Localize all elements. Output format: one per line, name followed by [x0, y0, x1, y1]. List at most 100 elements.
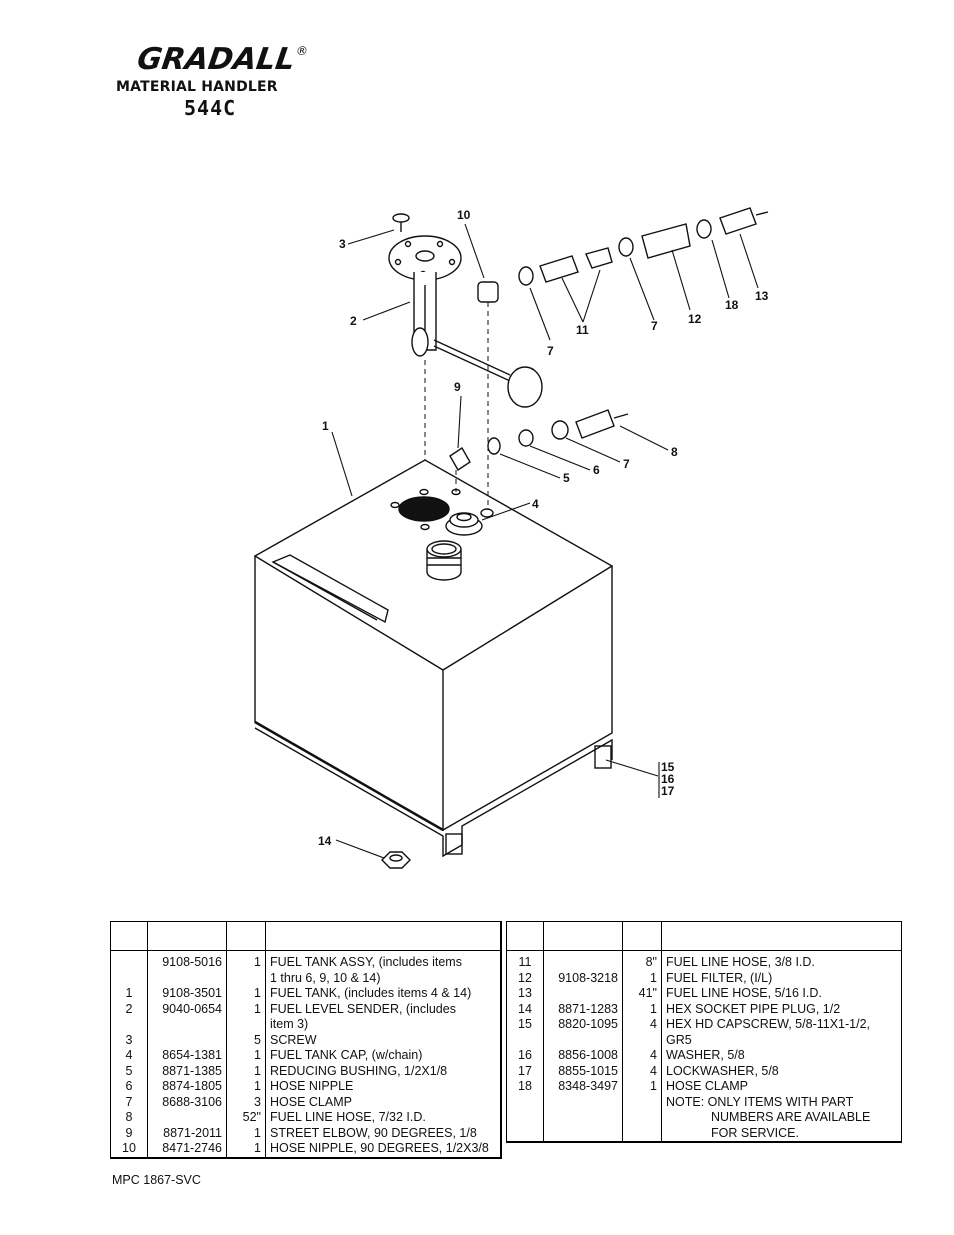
description-cell: FUEL LINE HOSE, 5/16 I.D. [661, 986, 902, 1002]
part-number-cell: 8471-2746 [147, 1141, 227, 1158]
part-number-cell: 8855-1015 [543, 1063, 623, 1079]
callout-7-lower: 7 [623, 457, 630, 471]
item-number-cell [111, 1017, 148, 1033]
part-number-cell [147, 1032, 227, 1048]
callout-7-left: 7 [547, 344, 554, 358]
model-number: 544C [184, 96, 237, 120]
table-row: NOTE: ONLY ITEMS WITH PART [507, 1094, 902, 1110]
part-number-cell [147, 1017, 227, 1033]
table-row: NUMBERS ARE AVAILABLE [507, 1110, 902, 1126]
product-subtitle: MATERIAL HANDLER [116, 79, 278, 95]
quantity-cell: 1 [622, 970, 662, 986]
callout-17: 17 [661, 784, 675, 798]
part-number-cell: 8688-3106 [147, 1094, 227, 1110]
item-number-cell: 7 [125, 1094, 133, 1109]
description-cell: LOCKWASHER, 5/8 [661, 1063, 902, 1079]
callout-labels: 3 2 1 10 9 4 5 6 7 8 7 11 7 12 18 13 14 … [318, 208, 769, 848]
table-row: 1 thru 6, 9, 10 & 14) [111, 970, 501, 987]
part-number-cell: 8856-1008 [543, 1048, 623, 1064]
description-cell: FUEL LINE HOSE, 7/32 I.D. [265, 1110, 501, 1126]
quantity-cell [622, 1125, 662, 1142]
item-number-cell: 2 [125, 1001, 133, 1016]
callout-2: 2 [350, 314, 357, 328]
description-cell: item 3) [265, 1017, 501, 1033]
callout-leaders [331, 223, 759, 859]
item-number-cell [111, 971, 148, 987]
item-number-cell: 18 [518, 1079, 532, 1093]
description-cell: HEX SOCKET PIPE PLUG, 1/2 [661, 1001, 902, 1017]
quantity-cell: 1 [622, 1001, 662, 1017]
quantity-cell: 1 [226, 1125, 266, 1141]
document-code: MPC 1867-SVC [112, 1173, 201, 1187]
description-cell: FUEL TANK ASSY, (includes items [265, 955, 501, 971]
part-number-cell [147, 1110, 227, 1126]
part-number-cell: 9108-3218 [543, 970, 623, 986]
item-number-cell: 6 [125, 1079, 133, 1093]
description-cell: GR5 [661, 1032, 902, 1048]
fuel-tank-body [253, 459, 614, 858]
table-row: 11 8"FUEL LINE HOSE, 3/8 I.D. [507, 955, 902, 971]
part-number-cell: 8871-2011 [147, 1125, 227, 1141]
item-number-cell: 11 [518, 955, 532, 969]
exploded-parts-diagram: 3 2 1 10 9 4 5 6 7 8 7 11 7 12 18 13 14 … [253, 207, 769, 869]
quantity-cell: 4 [622, 1017, 662, 1033]
description-cell: WASHER, 5/8 [661, 1048, 902, 1064]
part-number-cell: 9108-5016 [147, 955, 227, 971]
part-number-cell: 8874-1805 [147, 1079, 227, 1095]
quantity-cell [622, 1110, 662, 1126]
description-cell: HOSE CLAMP [265, 1094, 501, 1110]
callout-16: 16 [661, 772, 675, 786]
description-cell: HOSE NIPPLE, 90 DEGREES, 1/2X3/8 [265, 1141, 501, 1158]
quantity-cell: 1 [226, 1001, 266, 1017]
description-cell: SCREW [265, 1032, 501, 1048]
part-number-cell [543, 986, 623, 1002]
quantity-cell: 1 [226, 1048, 266, 1064]
item-number-cell [507, 1110, 544, 1126]
item-number-cell: 13 [518, 986, 532, 1000]
callout-10: 10 [457, 208, 471, 222]
item-number-cell: 5 [125, 1063, 133, 1078]
item-number-cell: 17 [518, 1063, 532, 1078]
quantity-cell: 1 [226, 955, 266, 971]
part-number-cell: 9108-3501 [147, 986, 227, 1002]
part-number-cell [543, 955, 623, 971]
quantity-cell: 1 [226, 1141, 266, 1158]
quantity-cell: 5 [226, 1032, 266, 1048]
part-number-cell: 8820-1095 [543, 1017, 623, 1033]
item-number-cell: 14 [518, 1001, 532, 1016]
callout-1: 1 [322, 419, 329, 433]
item-number-cell: 12 [518, 970, 532, 985]
description-cell: STREET ELBOW, 90 DEGREES, 1/8 [265, 1125, 501, 1141]
fuel-level-sender [388, 235, 543, 460]
item-number-cell: 9 [125, 1125, 133, 1140]
description-cell: HEX HD CAPSCREW, 5/8-11X1-1/2, [661, 1017, 902, 1033]
part-number-cell: 8871-1385 [147, 1063, 227, 1079]
quantity-cell [226, 970, 266, 986]
description-cell: HOSE NIPPLE [265, 1079, 501, 1095]
part-number-cell: 8654-1381 [147, 1048, 227, 1064]
callout-12: 12 [688, 312, 702, 326]
quantity-cell: 52" [226, 1110, 266, 1126]
callout-5: 5 [563, 471, 570, 485]
part-number-cell [543, 1125, 623, 1142]
item-number-cell: 4 [125, 1048, 133, 1062]
callout-13: 13 [755, 289, 769, 303]
callout-14: 14 [318, 834, 332, 848]
pipe-plug-part [381, 851, 411, 869]
table-row: item 3) [111, 1017, 501, 1033]
quantity-cell: 8" [622, 955, 662, 971]
description-cell: FUEL LINE HOSE, 3/8 I.D. [661, 955, 902, 971]
table-spacer-row [507, 950, 902, 955]
table-row: FOR SERVICE. [507, 1125, 902, 1142]
part-number-cell [543, 1110, 623, 1126]
